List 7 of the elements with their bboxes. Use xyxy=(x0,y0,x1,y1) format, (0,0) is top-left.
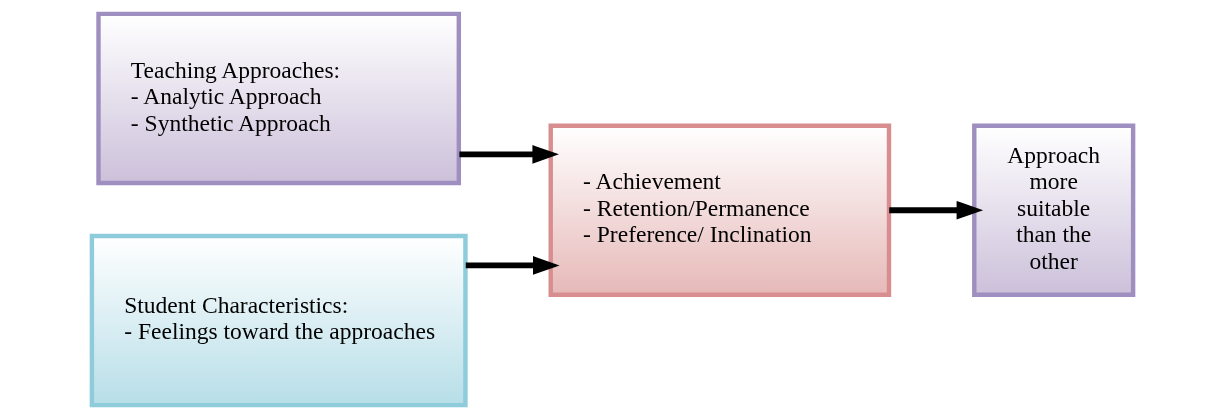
node-box: - Achievement - Retention/Permanence - Preference/ Inclination xyxy=(548,123,891,297)
arrow xyxy=(465,256,560,275)
node-box: Student Characteristics: - Feelings toward the approaches xyxy=(89,233,468,408)
node-box: Approach more suitable than the other xyxy=(971,123,1135,297)
arrow xyxy=(888,200,983,220)
arrow xyxy=(458,145,559,164)
node-box: Teaching Approaches: - Analytic Approach - Synthetic Approach xyxy=(95,11,461,186)
